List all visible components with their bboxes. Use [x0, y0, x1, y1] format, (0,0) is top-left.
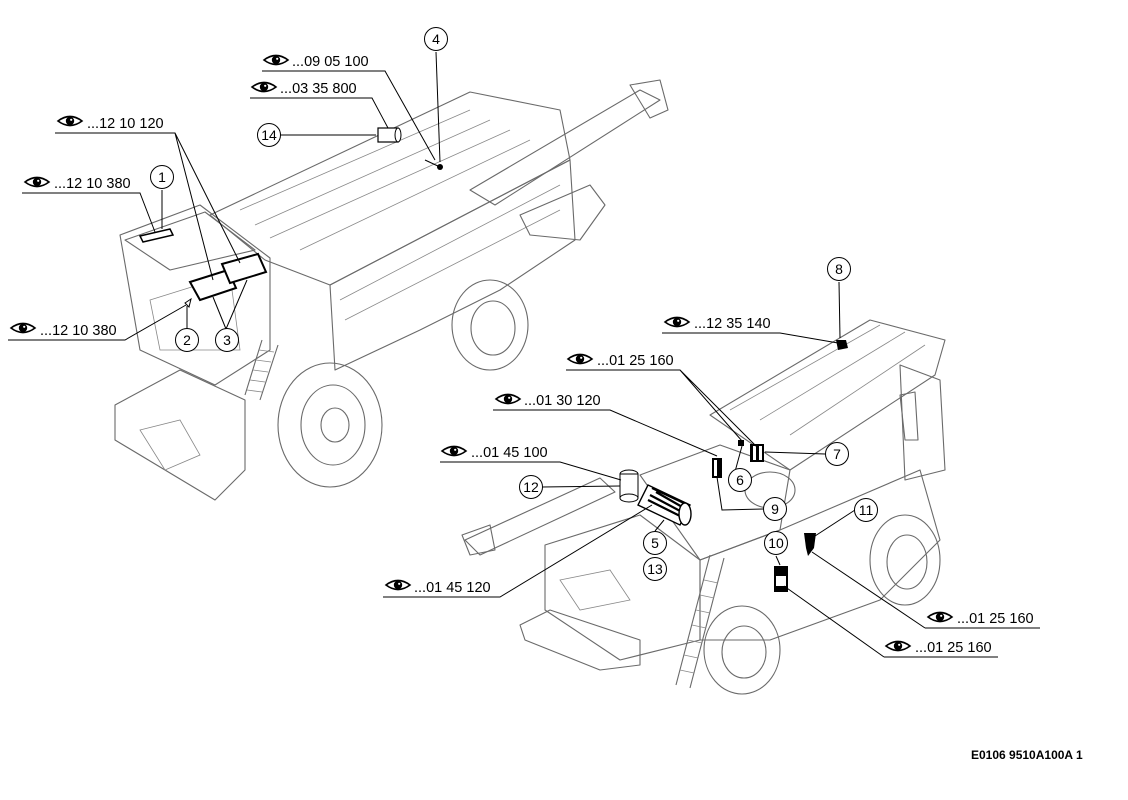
svg-text:...01 45 100: ...01 45 100 — [471, 445, 548, 461]
svg-text:13: 13 — [647, 561, 663, 577]
svg-text:...01 25 160: ...01 25 160 — [597, 353, 674, 369]
svg-text:3: 3 — [223, 332, 231, 348]
eye-icon — [10, 322, 36, 334]
callout-8: 8 — [827, 257, 851, 281]
callout-14: 14 — [257, 123, 281, 147]
eye-icon — [263, 54, 289, 66]
ref-label: ...01 45 100 — [441, 445, 548, 461]
eye-icon — [57, 115, 83, 127]
eye-icon — [495, 393, 521, 405]
callout-10: 10 — [764, 531, 788, 555]
callout-13: 13 — [643, 557, 667, 581]
ref-label: ...09 05 100 — [263, 54, 369, 70]
svg-text:12: 12 — [523, 479, 539, 495]
svg-text:...03 35 800: ...03 35 800 — [280, 81, 357, 97]
callout-7: 7 — [825, 442, 849, 466]
filter-12-icon — [619, 469, 639, 503]
svg-text:...09 05 100: ...09 05 100 — [292, 54, 369, 70]
filter-10-icon — [774, 566, 788, 592]
callout-1: 1 — [150, 165, 174, 189]
ref-label: ...12 10 380 — [24, 176, 131, 192]
eye-icon — [664, 316, 690, 328]
eye-icon — [927, 611, 953, 623]
combine-rear-view — [461, 319, 946, 695]
combine-front-view — [114, 79, 669, 501]
drawing-code: E0106 9510A100A 1 — [971, 748, 1083, 762]
svg-text:2: 2 — [183, 332, 191, 348]
svg-text:...01 45 120: ...01 45 120 — [414, 580, 491, 596]
ref-label: ...12 10 380 — [10, 322, 117, 339]
svg-text:11: 11 — [859, 502, 874, 518]
filter-9-icon — [712, 458, 722, 478]
ref-label: ...01 25 160 — [927, 611, 1034, 627]
callout-11: 11 — [854, 498, 878, 522]
svg-text:5: 5 — [651, 535, 659, 551]
svg-text:4: 4 — [432, 31, 440, 47]
ref-label: ...01 25 160 — [885, 640, 992, 656]
svg-text:8: 8 — [835, 261, 843, 277]
callout-5: 5 — [643, 531, 667, 555]
eye-icon — [24, 176, 50, 188]
eye-icon — [385, 579, 411, 591]
filter-14-icon — [377, 127, 402, 143]
air-filter-icon — [637, 484, 692, 526]
callout-2: 2 — [175, 328, 199, 352]
svg-text:14: 14 — [261, 127, 277, 143]
svg-text:...01 25 160: ...01 25 160 — [957, 611, 1034, 627]
ref-label: ...01 25 160 — [567, 353, 674, 369]
eye-icon — [441, 445, 467, 457]
leader-lines — [8, 51, 1040, 658]
svg-text:...12 35 140: ...12 35 140 — [694, 316, 771, 332]
eye-icon — [567, 353, 593, 365]
ref-label: ...03 35 800 — [251, 81, 357, 97]
eye-icon — [251, 81, 277, 93]
ref-label: ...12 35 140 — [664, 316, 771, 332]
svg-text:10: 10 — [768, 535, 784, 551]
eye-icon — [885, 640, 911, 652]
callout-6: 6 — [728, 468, 752, 492]
ref-label: ...12 10 120 — [57, 115, 164, 132]
svg-text:7: 7 — [833, 446, 841, 462]
svg-text:1: 1 — [158, 169, 166, 185]
svg-text:6: 6 — [736, 472, 744, 488]
ref-label: ...01 30 120 — [495, 393, 601, 409]
svg-text:...12 10 380: ...12 10 380 — [40, 323, 117, 339]
ref-label: ...01 45 120 — [385, 579, 491, 596]
svg-text:...01 30 120: ...01 30 120 — [524, 393, 601, 409]
svg-text:9: 9 — [771, 501, 779, 517]
callout-12: 12 — [519, 475, 543, 499]
callout-4: 4 — [424, 27, 448, 51]
filter-7-icon — [750, 444, 764, 462]
svg-text:...01 25 160: ...01 25 160 — [915, 640, 992, 656]
svg-text:...12 10 380: ...12 10 380 — [54, 176, 131, 192]
svg-text:...12 10 120: ...12 10 120 — [87, 116, 164, 132]
callout-3: 3 — [215, 328, 239, 352]
callout-9: 9 — [763, 497, 787, 521]
